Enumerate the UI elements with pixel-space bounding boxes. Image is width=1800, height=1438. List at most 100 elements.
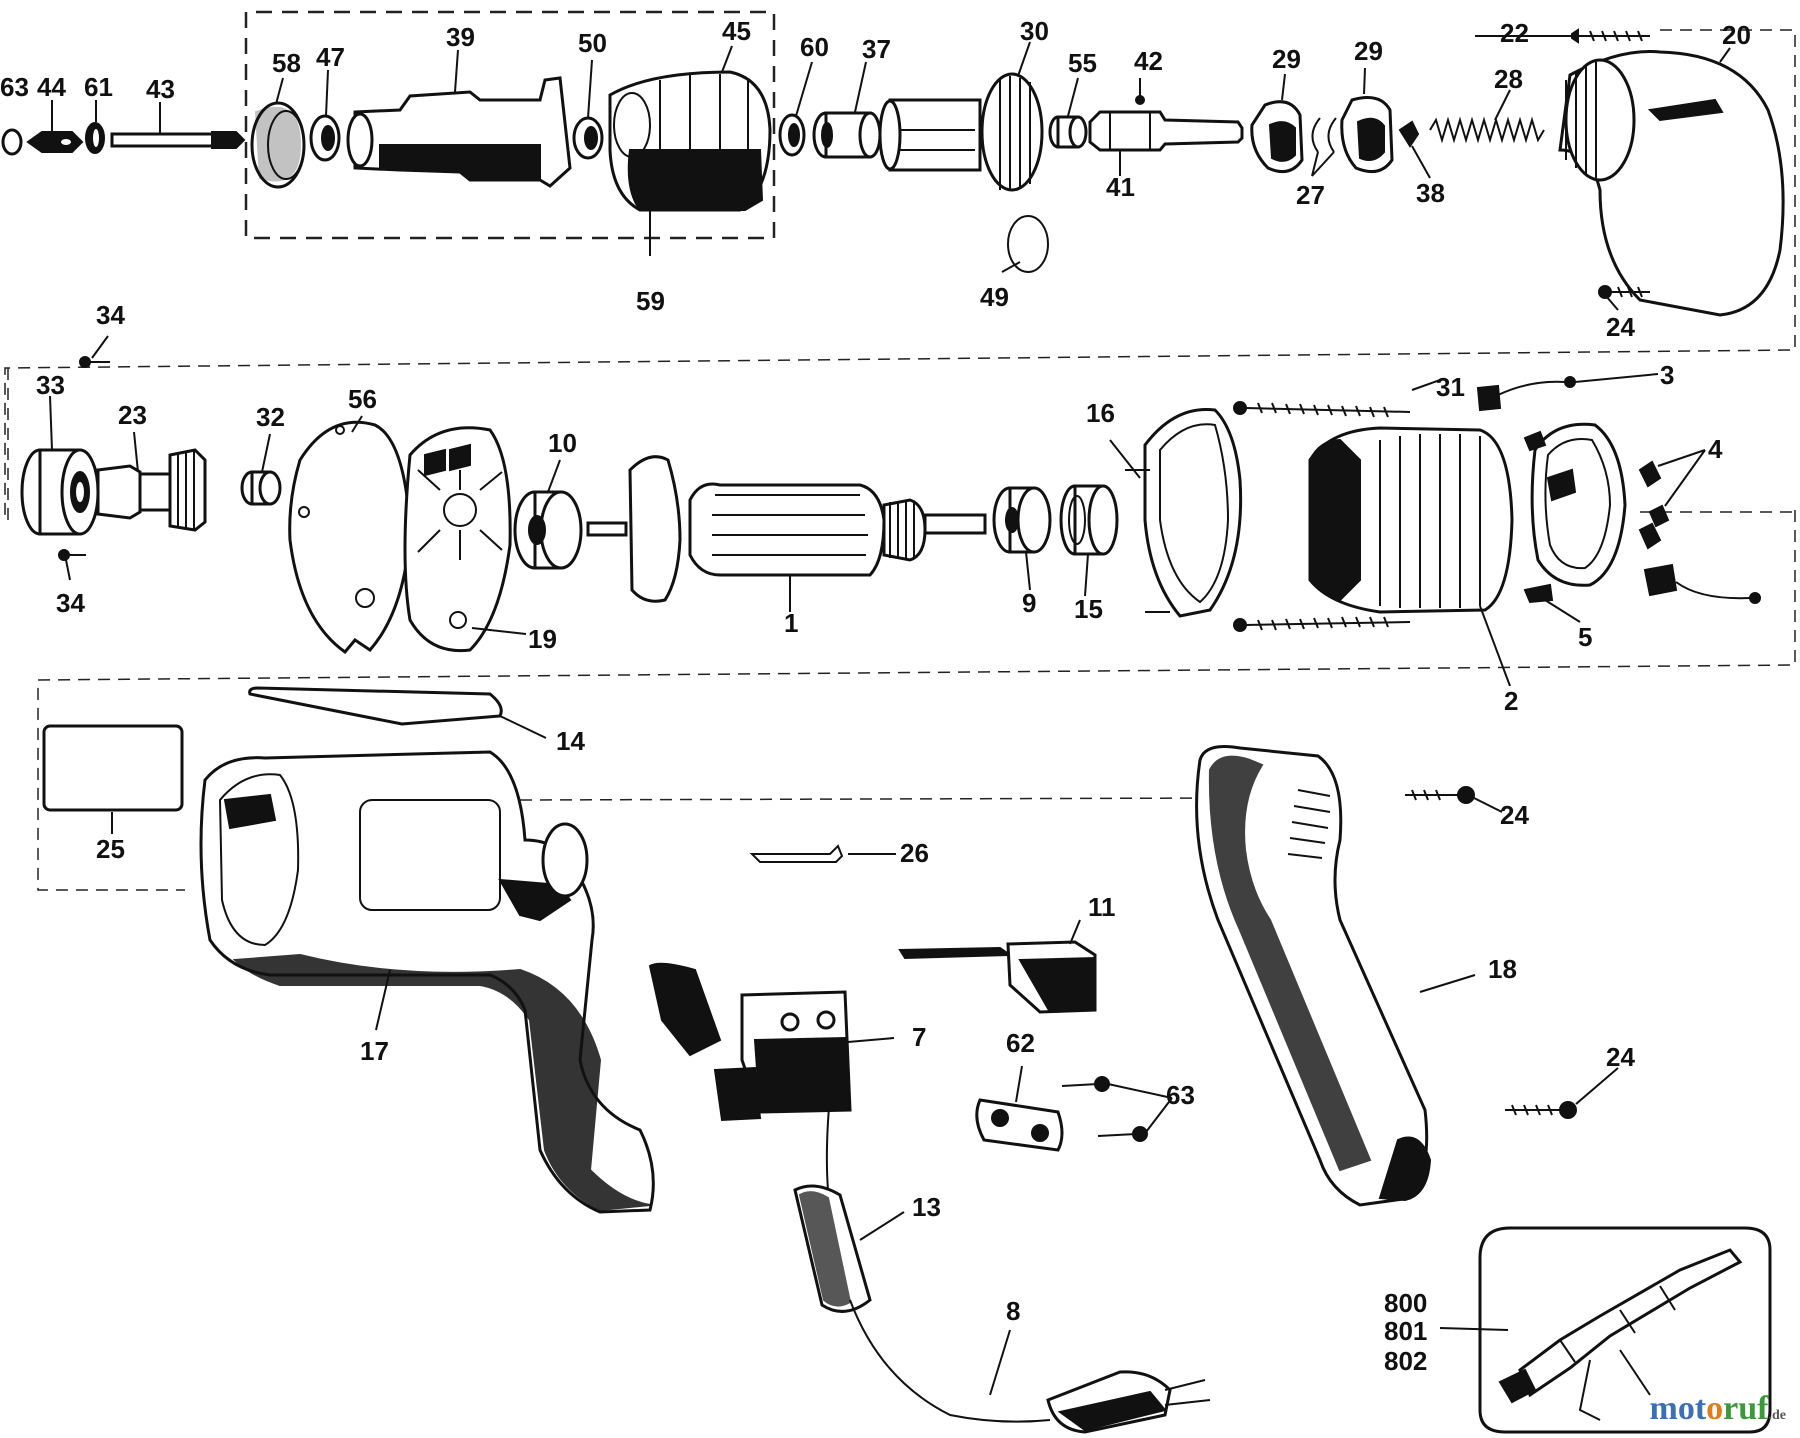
- dash-guide-housing: [519, 797, 1231, 801]
- label-11: 11: [1088, 892, 1116, 922]
- part-56-baffle: [288, 420, 412, 655]
- part-8-cord: [825, 1094, 1211, 1434]
- label-29b: 29: [1354, 36, 1383, 66]
- label-45: 45: [722, 16, 751, 46]
- label-28: 28: [1494, 64, 1523, 94]
- label-22: 22: [1500, 18, 1529, 48]
- label-47: 47: [316, 42, 345, 72]
- part-23-pinion: [96, 448, 207, 532]
- part-34-screw-a: [79, 356, 110, 368]
- part-31-screw-b: [1233, 616, 1411, 632]
- label-15: 15: [1074, 594, 1103, 624]
- part-2-field: [1308, 426, 1514, 614]
- watermark-part1: mot: [1649, 1390, 1707, 1427]
- label-24b: 24: [1500, 800, 1529, 830]
- label-34b: 34: [56, 588, 85, 618]
- label-800: 800: [1384, 1288, 1427, 1318]
- part-10-bearing: [513, 490, 583, 570]
- part-34-screw-b: [58, 549, 86, 561]
- part-16-brush-holder: [1125, 407, 1243, 618]
- part-24-screw-a: [1598, 285, 1650, 299]
- label-41: 41: [1106, 172, 1135, 202]
- label-13: 13: [912, 1192, 941, 1222]
- label-44: 44: [37, 72, 66, 102]
- label-29a: 29: [1272, 44, 1301, 74]
- part-29-clutch-a: [1250, 100, 1304, 174]
- part-47-bushing: [309, 114, 341, 162]
- part-33-bearing: [20, 448, 100, 536]
- label-24a: 24: [1606, 312, 1635, 342]
- label-20: 20: [1722, 20, 1751, 50]
- label-2: 2: [1504, 686, 1518, 716]
- part-labels: 63 44 61 43 58 47 39 50 45 60 37 30 55 4…: [0, 16, 1751, 1376]
- label-10: 10: [548, 428, 577, 458]
- label-19: 19: [528, 624, 557, 654]
- part-31-screw-a: [1233, 401, 1411, 418]
- label-16: 16: [1086, 398, 1115, 428]
- watermark-suffix: .de: [1768, 1408, 1787, 1423]
- part-63-ring: [1, 128, 23, 156]
- part-13-cord-protector: [793, 1184, 872, 1313]
- part-41-spindle: [1088, 110, 1244, 152]
- part-800-accessory-box: [1478, 1226, 1772, 1434]
- part-32-bushing: [240, 470, 282, 506]
- part-24-screw-c: [1505, 1101, 1577, 1119]
- part-19-fan-baffle: [403, 426, 512, 653]
- label-26: 26: [900, 838, 929, 868]
- label-802: 802: [1384, 1346, 1427, 1376]
- label-59: 59: [636, 286, 665, 316]
- label-43: 43: [146, 74, 175, 104]
- label-63: 63: [0, 72, 29, 102]
- part-62-plate: [975, 1098, 1064, 1152]
- group-box-59: [244, 10, 776, 240]
- label-62: 62: [1006, 1028, 1035, 1058]
- part-50-bushing: [572, 116, 604, 160]
- label-30: 30: [1020, 16, 1049, 46]
- leader-lines: [49, 35, 1731, 1396]
- part-28-spring: [1429, 116, 1545, 144]
- label-50: 50: [578, 28, 607, 58]
- label-23: 23: [118, 400, 147, 430]
- label-801: 801: [1384, 1316, 1427, 1346]
- label-33: 33: [36, 370, 65, 400]
- label-38: 38: [1416, 178, 1445, 208]
- label-60: 60: [800, 32, 829, 62]
- group-box-upper: [4, 29, 1796, 520]
- part-43-shaft: [110, 131, 246, 149]
- label-31: 31: [1436, 372, 1465, 402]
- watermark-part3: ruf: [1723, 1390, 1769, 1427]
- label-7: 7: [912, 1022, 926, 1052]
- part-25-nameplate: [42, 724, 184, 812]
- part-30-clutch: [878, 72, 1044, 192]
- group-box-middle: [7, 365, 1796, 891]
- part-37-bearing: [812, 111, 882, 159]
- part-15-bushing: [1059, 484, 1119, 556]
- part-26-pin: [749, 844, 844, 863]
- part-4-brushes: [1638, 460, 1761, 604]
- label-37: 37: [862, 34, 891, 64]
- label-55: 55: [1068, 48, 1097, 78]
- part-11-switch-lock: [898, 940, 1097, 1014]
- label-4: 4: [1708, 434, 1723, 464]
- part-49-snap-ring: [1007, 215, 1049, 273]
- watermark-part2: o: [1706, 1390, 1724, 1427]
- part-7-switch: [648, 962, 852, 1122]
- label-24c: 24: [1606, 1042, 1635, 1072]
- part-9-bearing: [992, 486, 1052, 554]
- label-56: 56: [348, 384, 377, 414]
- label-5: 5: [1578, 622, 1592, 652]
- part-22-screw: [1571, 28, 1650, 44]
- label-8: 8: [1006, 1296, 1020, 1326]
- part-27-rings: [1311, 117, 1337, 153]
- part-63-screws: [1061, 1076, 1148, 1142]
- label-58: 58: [272, 48, 301, 78]
- label-61: 61: [84, 72, 113, 102]
- part-58-collar: [250, 101, 306, 189]
- label-25: 25: [96, 834, 125, 864]
- label-1: 1: [784, 608, 798, 638]
- motoruf-watermark-logo: motoruf.de: [1650, 1390, 1786, 1428]
- part-29-clutch-b: [1340, 96, 1394, 174]
- part-3-lead: [1476, 376, 1576, 412]
- label-63b: 63: [1166, 1080, 1195, 1110]
